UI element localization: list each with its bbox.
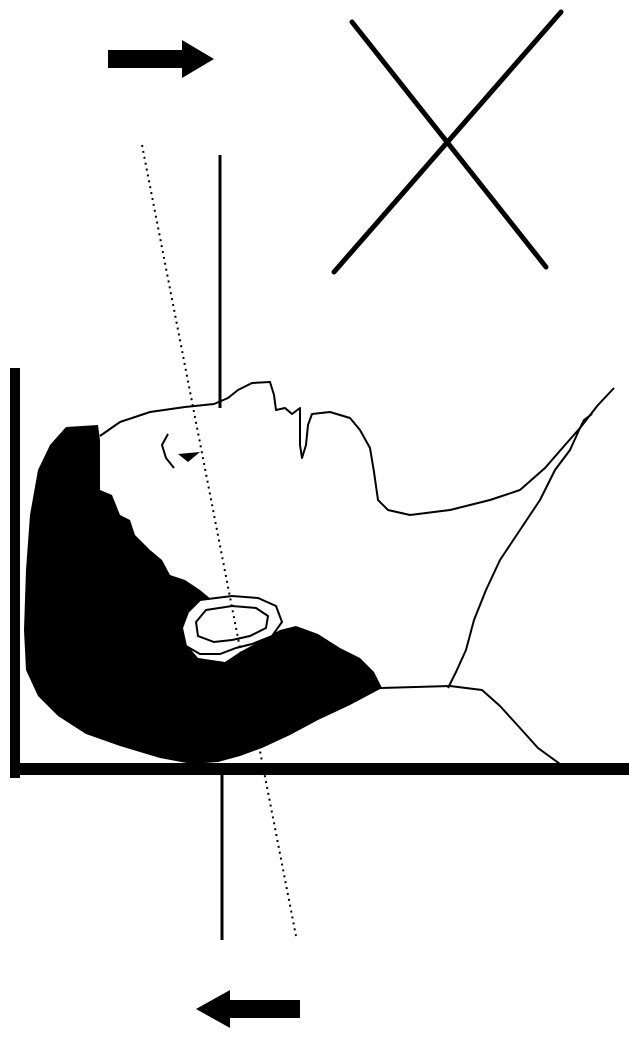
incorrect-x-mark	[334, 12, 561, 272]
eye-icon	[162, 434, 200, 468]
arrow-left-icon	[196, 990, 300, 1028]
neck-outline	[448, 428, 580, 688]
arrow-right-icon	[108, 40, 214, 78]
headboard-vertical	[10, 368, 20, 778]
head-profile-outline	[100, 382, 614, 515]
hair-silhouette	[24, 425, 382, 764]
pillow-outline	[380, 686, 560, 764]
table-surface	[10, 763, 629, 775]
